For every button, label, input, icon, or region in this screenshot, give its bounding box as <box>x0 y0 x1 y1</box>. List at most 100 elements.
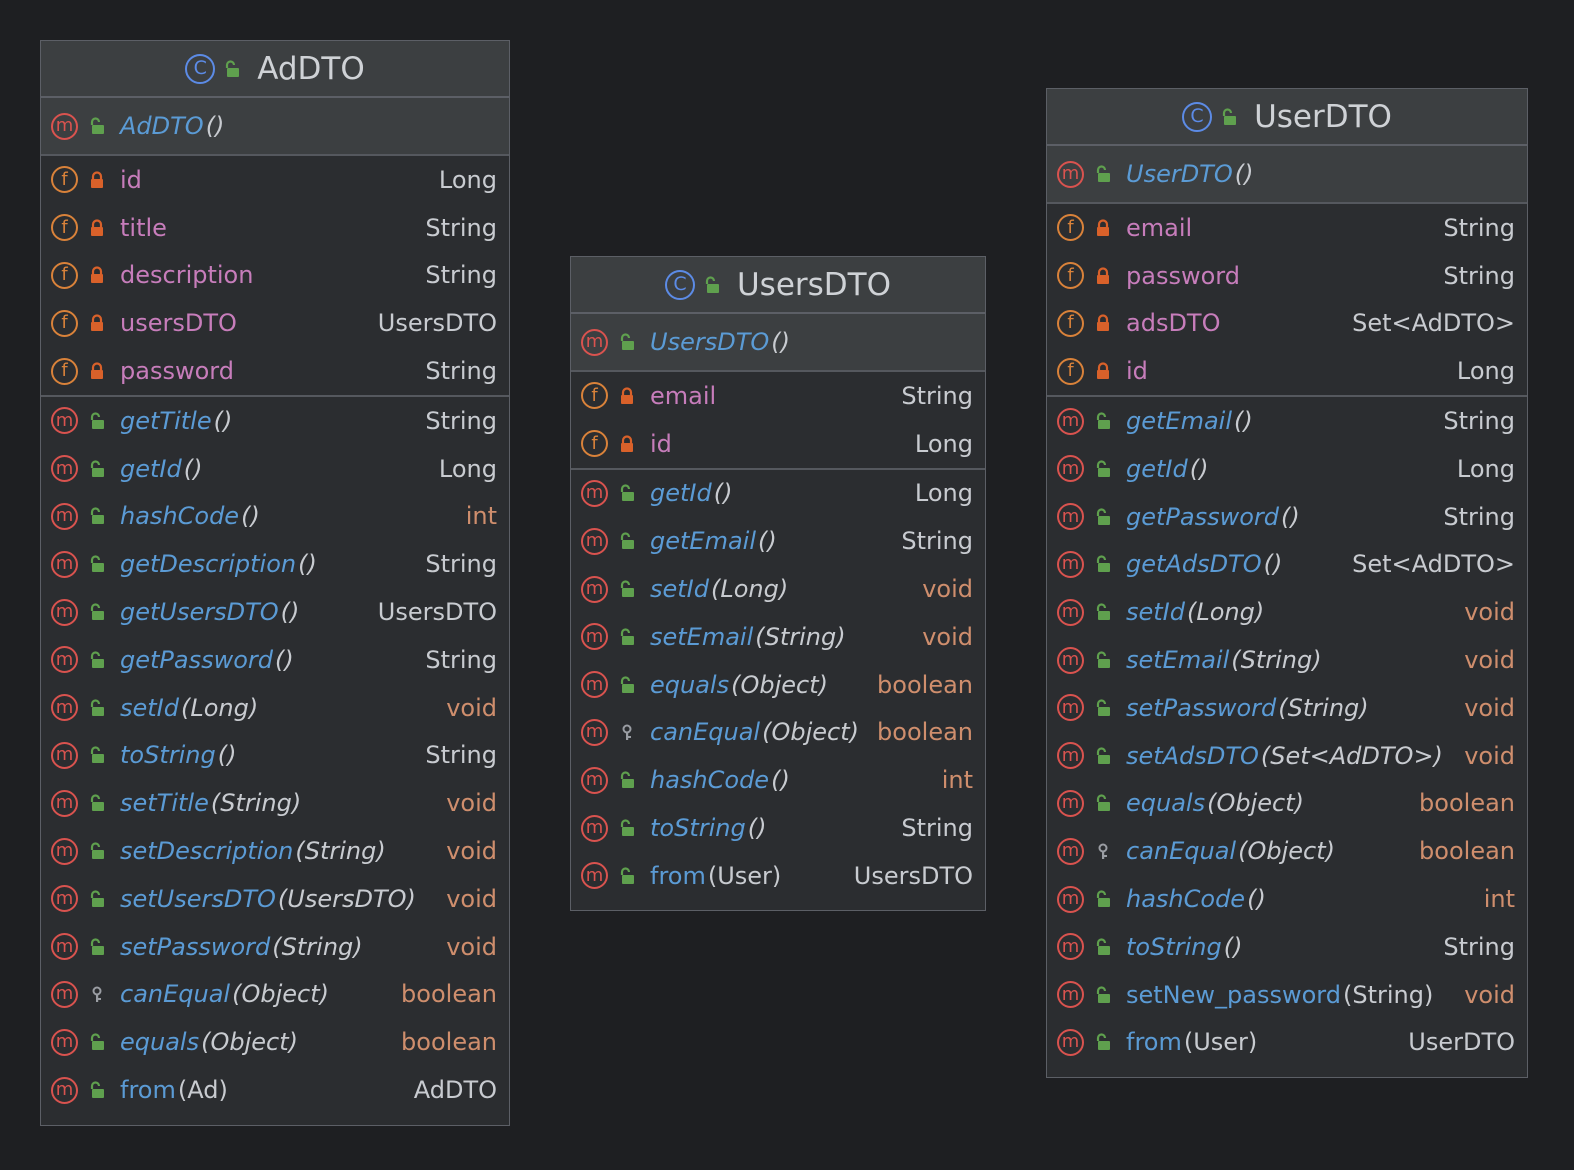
return-type: String <box>1443 407 1515 436</box>
public-visibility-icon <box>86 458 108 480</box>
class-icon: C <box>185 53 216 84</box>
method-params: (String) <box>1342 980 1434 1009</box>
public-visibility-icon <box>1218 106 1240 128</box>
method-name: UserDTO <box>1126 160 1233 188</box>
public-visibility-icon <box>701 274 723 296</box>
method-icon: m <box>51 741 78 769</box>
method-icon: m <box>581 766 608 794</box>
return-type: String <box>425 645 497 674</box>
method-icon: m <box>1057 598 1084 626</box>
return-type: Set<AdDTO> <box>1352 309 1515 338</box>
public-visibility-icon <box>86 744 108 766</box>
method-params: () <box>758 527 777 556</box>
public-visibility-icon <box>86 697 108 719</box>
field-name: password <box>1126 261 1240 290</box>
method-name: from <box>650 861 706 890</box>
private-visibility-icon <box>1092 265 1114 287</box>
return-type: void <box>446 693 497 722</box>
method-name: hashCode <box>120 502 240 531</box>
method-params: () <box>1189 454 1209 483</box>
method-name: setId <box>650 575 709 604</box>
private-visibility-icon <box>616 385 638 407</box>
field-name: adsDTO <box>1126 309 1221 338</box>
method-icon: m <box>1057 742 1084 770</box>
public-visibility-icon <box>86 553 108 575</box>
method-params: () <box>1281 502 1300 531</box>
return-type: String <box>1443 213 1515 242</box>
method-name: UsersDTO <box>650 328 770 356</box>
method-params: () <box>771 766 790 795</box>
public-visibility-icon <box>1092 1031 1114 1053</box>
method-name: equals <box>1126 789 1206 818</box>
method-params: () <box>1234 407 1253 436</box>
field-name: title <box>120 213 167 242</box>
method-params: () <box>771 328 790 356</box>
method-icon: m <box>581 718 608 746</box>
return-type: UsersDTO <box>377 598 497 627</box>
return-type: UsersDTO <box>377 309 497 338</box>
public-visibility-icon <box>616 482 638 504</box>
public-visibility-icon <box>1092 553 1114 575</box>
return-type: String <box>425 261 497 290</box>
